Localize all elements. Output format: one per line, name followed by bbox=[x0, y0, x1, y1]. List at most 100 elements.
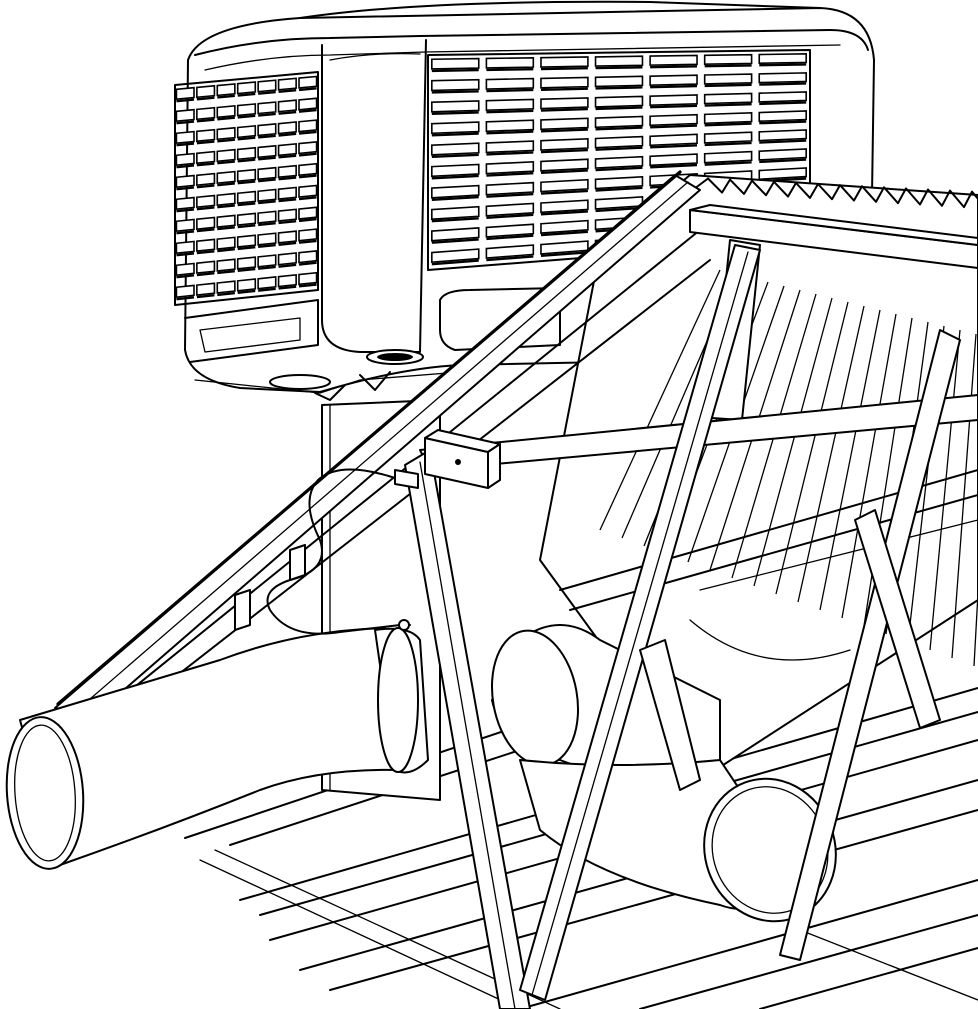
louvre-slat bbox=[540, 76, 589, 89]
louvre-slat-shadow bbox=[431, 174, 479, 180]
louvre-slat bbox=[196, 260, 216, 274]
louvre-slat-shadow bbox=[704, 64, 752, 68]
left-louvre-grid bbox=[175, 75, 318, 301]
louvre-slat-shadow bbox=[431, 132, 479, 137]
louvre-slat bbox=[196, 194, 216, 209]
louvre-slat-shadow bbox=[217, 291, 235, 297]
louvre-slat-shadow bbox=[431, 153, 479, 159]
louvre-slat-shadow bbox=[704, 141, 752, 147]
louvre-slat-shadow bbox=[650, 65, 698, 69]
louvre-slat bbox=[257, 254, 277, 268]
louvre-slat-shadow bbox=[258, 200, 276, 205]
louvre-slat bbox=[594, 55, 644, 67]
louvre-slat bbox=[236, 168, 257, 183]
louvre-slat-shadow bbox=[196, 162, 215, 167]
louvre-slat bbox=[257, 210, 277, 224]
louvre-slat bbox=[277, 121, 297, 135]
louvre-slat-shadow bbox=[540, 107, 588, 112]
louvre-slat bbox=[216, 148, 236, 163]
louvre-slat bbox=[758, 53, 807, 65]
louvre-slat-shadow bbox=[278, 241, 297, 246]
louvre-slat-shadow bbox=[237, 114, 256, 119]
louvre-slat-shadow bbox=[595, 126, 643, 131]
louvre-slat-shadow bbox=[196, 96, 215, 101]
louvre-slat bbox=[175, 262, 195, 277]
louvre-slat bbox=[594, 75, 644, 88]
louvre-slat-shadow bbox=[278, 263, 297, 268]
louvre-slat bbox=[277, 77, 297, 91]
louvre-slat bbox=[257, 123, 277, 137]
louvre-slat-shadow bbox=[431, 259, 479, 266]
roof-rib bbox=[753, 297, 833, 587]
louvre-slat bbox=[216, 258, 236, 272]
louvre-slat-shadow bbox=[278, 154, 297, 159]
louvre-slat bbox=[236, 278, 257, 292]
louvre-slat-shadow bbox=[486, 109, 534, 114]
louvre-slat-shadow bbox=[486, 255, 534, 262]
louvre-slat-shadow bbox=[486, 213, 534, 219]
louvre-slat bbox=[277, 164, 297, 179]
louvre-slat bbox=[540, 158, 589, 172]
louvre-slat bbox=[431, 78, 480, 92]
louvre-slat-shadow bbox=[540, 251, 588, 258]
louvre-slat bbox=[540, 137, 589, 151]
louvre-slat-shadow bbox=[237, 180, 256, 185]
louvre-slat-shadow bbox=[176, 208, 195, 213]
louvre-slat-shadow bbox=[258, 178, 276, 183]
louvre-slat bbox=[216, 214, 236, 228]
louvre-slat bbox=[758, 167, 807, 181]
louvre-slat bbox=[277, 142, 297, 157]
louvre-slat-shadow bbox=[278, 285, 297, 290]
louvre-slat-shadow bbox=[196, 206, 215, 211]
louvre-slat-shadow bbox=[298, 261, 317, 266]
louvre-slat-shadow bbox=[759, 82, 807, 86]
louvre-slat-shadow bbox=[237, 245, 256, 251]
louvre-slat-shadow bbox=[486, 151, 534, 156]
louvre-slat-shadow bbox=[298, 174, 317, 179]
louvre-slat bbox=[594, 115, 644, 129]
louvre-slat bbox=[257, 101, 277, 115]
louvre-slat-shadow bbox=[704, 161, 752, 166]
louvre-slat bbox=[758, 129, 807, 142]
louvre-slat bbox=[175, 240, 195, 255]
louvre-slat-shadow bbox=[217, 138, 235, 143]
louvre-slat-shadow bbox=[176, 230, 195, 235]
louvre-slat bbox=[431, 142, 480, 156]
louvre-slat-shadow bbox=[258, 156, 276, 161]
louvre-slat bbox=[594, 175, 644, 190]
louvre-slat-shadow bbox=[176, 186, 195, 191]
louvre-slat-shadow bbox=[196, 228, 215, 233]
louvre-slat bbox=[431, 100, 480, 113]
louvre-slat bbox=[431, 248, 480, 264]
louvre-slat bbox=[175, 196, 195, 211]
louvre-slat bbox=[594, 196, 644, 210]
louvre-slat bbox=[175, 284, 195, 299]
louvre-slat bbox=[277, 230, 297, 244]
louvre-slat-shadow bbox=[704, 83, 752, 88]
louvre-slat-shadow bbox=[196, 272, 215, 277]
louvre-slat-shadow bbox=[278, 198, 297, 203]
louvre-slat-shadow bbox=[278, 176, 297, 181]
louvre-slat bbox=[485, 223, 535, 238]
louvre-slat-shadow bbox=[759, 101, 807, 106]
front-frame bbox=[404, 244, 961, 1009]
louvre-slat-shadow bbox=[237, 267, 256, 273]
louvre-slat-shadow bbox=[540, 210, 588, 216]
louvre-slat-shadow bbox=[298, 130, 317, 135]
louvre-slat-shadow bbox=[650, 163, 698, 169]
louvre-slat bbox=[540, 199, 589, 214]
louvre-slat bbox=[175, 218, 195, 233]
louvre-slat-shadow bbox=[431, 238, 479, 244]
louvre-slat bbox=[298, 228, 318, 242]
louvre-slat bbox=[236, 81, 257, 95]
louvre-slat bbox=[196, 282, 216, 296]
louvre-slat bbox=[649, 113, 698, 127]
louvre-slat bbox=[298, 250, 318, 264]
louvre-slat bbox=[758, 110, 807, 123]
louvre-slat-shadow bbox=[176, 296, 195, 301]
louvre-slat bbox=[216, 192, 236, 207]
louvre-slat bbox=[298, 162, 318, 177]
louvre-slat-shadow bbox=[258, 112, 276, 117]
louvre-slat bbox=[485, 98, 535, 112]
sensor-box bbox=[394, 429, 501, 489]
